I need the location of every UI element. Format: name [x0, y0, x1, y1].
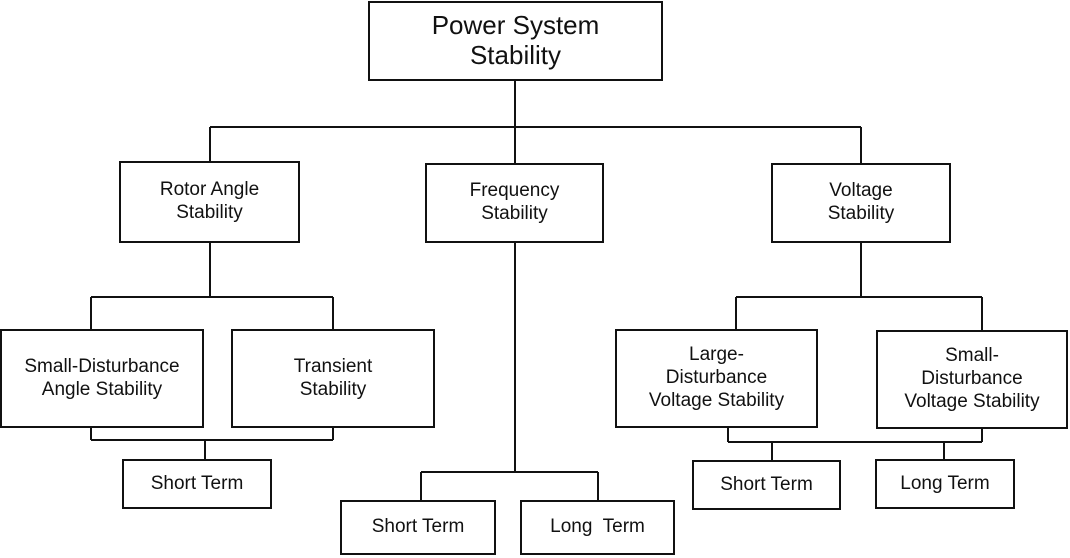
node-transient-stability: Transient Stability: [231, 329, 435, 428]
node-frequency-long-term: Long Term: [520, 500, 675, 555]
node-frequency-stability: Frequency Stability: [425, 163, 604, 243]
node-label: Short Term: [371, 516, 465, 538]
node-label: Small- Disturbance Voltage Stability: [904, 345, 1040, 412]
node-label: Long Term: [900, 472, 990, 494]
node-label: Transient Stability: [293, 355, 373, 400]
node-small-disturbance-angle-stability: Small-Disturbance Angle Stability: [0, 329, 204, 428]
node-label: Frequency Stability: [469, 180, 560, 224]
node-frequency-short-term: Short Term: [340, 500, 496, 555]
node-label: Short Term: [150, 472, 244, 494]
node-label: Voltage Stability: [827, 180, 895, 224]
node-label: Large- Disturbance Voltage Stability: [648, 344, 785, 411]
node-label: Small-Disturbance Angle Stability: [24, 355, 180, 400]
node-label: Long Term: [550, 516, 645, 538]
node-voltage-long-term: Long Term: [875, 459, 1015, 509]
node-voltage-short-term: Short Term: [692, 460, 841, 510]
node-label: Short Term: [720, 473, 813, 495]
node-label: Power System Stability: [431, 10, 600, 70]
node-angle-short-term: Short Term: [122, 459, 272, 509]
node-large-disturbance-voltage-stability: Large- Disturbance Voltage Stability: [615, 329, 818, 428]
node-power-system-stability: Power System Stability: [368, 1, 663, 81]
node-label: Rotor Angle Stability: [159, 179, 260, 223]
node-rotor-angle-stability: Rotor Angle Stability: [119, 161, 300, 243]
node-voltage-stability: Voltage Stability: [771, 163, 951, 243]
node-small-disturbance-voltage-stability: Small- Disturbance Voltage Stability: [876, 330, 1068, 429]
